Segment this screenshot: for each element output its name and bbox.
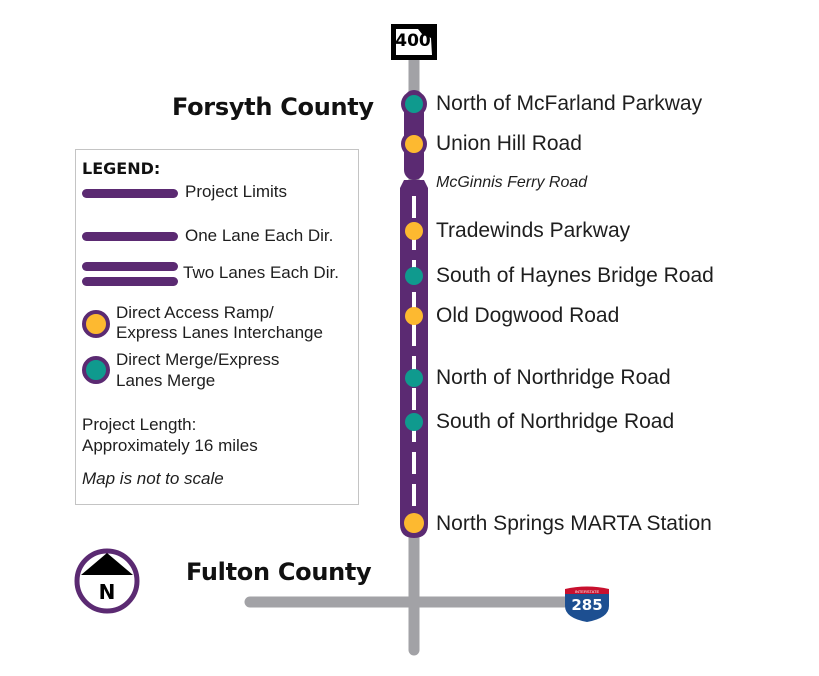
access-dot [404,513,424,533]
merge-symbol-icon [82,356,110,384]
merge-dot [405,95,423,113]
legend-label: Two Lanes Each Dir. [183,263,339,282]
access-dot [405,307,423,325]
merge-dot [405,413,423,431]
legend-title: LEGEND: [82,159,161,178]
stop-label: South of Northridge Road [436,410,675,433]
north-arrow-label: N [98,580,116,604]
stop-label: Tradewinds Parkway [436,219,631,242]
access-dot [405,135,423,153]
access-ramp-symbol-icon [82,310,110,338]
two-lanes-symbol-bottom [82,277,178,286]
scale-note: Map is not to scale [82,469,224,488]
two-lanes-symbol-top [82,262,178,271]
county-label-forsyth: Forsyth County [172,93,374,121]
legend-box: LEGEND: Project Limits One Lane Each Dir… [75,149,359,505]
i285-shield-label: 285 [571,596,603,614]
legend-label: Lanes Merge [116,371,216,390]
project-limits-symbol [82,189,178,198]
one-lane-symbol [82,232,178,241]
stop-label: North of McFarland Parkway [436,92,703,115]
stop-label: South of Haynes Bridge Road [436,264,714,287]
interstate-header: INTERSTATE [574,589,600,594]
merge-dot [405,369,423,387]
stop-label: McGinnis Ferry Road [436,174,588,191]
ga400-shield-label: 400 [395,31,431,51]
county-label-fulton: Fulton County [186,558,372,586]
project-length-value: Approximately 16 miles [82,436,258,455]
project-length-label: Project Length: [82,415,197,434]
i285-shield-icon [565,586,609,622]
north-arrow-icon [74,548,140,614]
stop-label: North Springs MARTA Station [436,512,712,535]
merge-dot [405,267,423,285]
legend-label: Project Limits [185,182,288,201]
stop-label: Old Dogwood Road [436,304,620,327]
ga400-shield-icon [391,24,437,60]
legend-label: One Lane Each Dir. [185,226,334,245]
legend-label: Direct Access Ramp/ [116,303,274,322]
stop-label: Union Hill Road [436,132,582,155]
legend-label: Direct Merge/Express [116,350,280,369]
legend-label: Express Lanes Interchange [116,323,323,342]
access-dot [405,222,423,240]
stop-label: North of Northridge Road [436,366,671,389]
